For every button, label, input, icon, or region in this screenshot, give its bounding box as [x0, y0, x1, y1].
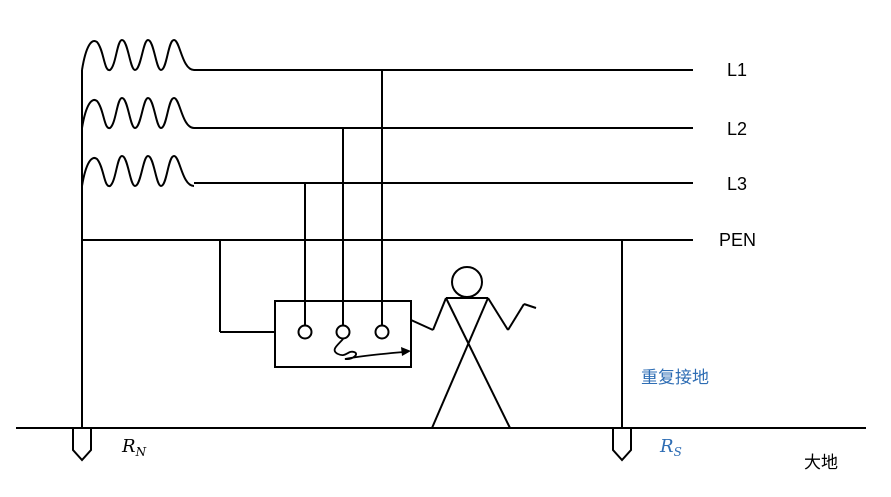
person-leg-right [431, 297, 489, 429]
label-l1: L1 [727, 60, 747, 80]
person-leg-left [445, 297, 511, 429]
arrow-head-icon [401, 347, 411, 356]
person-arm-right-lower [507, 303, 525, 331]
label-rs: RS [659, 436, 682, 459]
person-hand-right [523, 303, 537, 309]
ground-electrode-rn [72, 428, 92, 462]
label-pen: PEN [719, 230, 756, 250]
coil-l2 [81, 96, 195, 130]
person-arm-left-lower [410, 319, 434, 331]
ground-electrode-rs [612, 428, 632, 462]
person-arm-left-upper [432, 297, 447, 331]
label-l3: L3 [727, 174, 747, 194]
label-earth: 大地 [804, 453, 838, 473]
coil-l3 [81, 154, 195, 188]
label-repeat-ground: 重复接地 [641, 368, 709, 388]
label-rn: RN [121, 436, 147, 459]
person-head [451, 266, 483, 298]
terminal-l3 [297, 324, 313, 340]
coil-l1 [81, 38, 195, 72]
terminal-l2 [335, 324, 351, 340]
fault-path-arrow [333, 338, 405, 360]
label-l2: L2 [727, 119, 747, 139]
terminal-l1 [374, 324, 390, 340]
person-arm-right-upper [487, 297, 509, 331]
